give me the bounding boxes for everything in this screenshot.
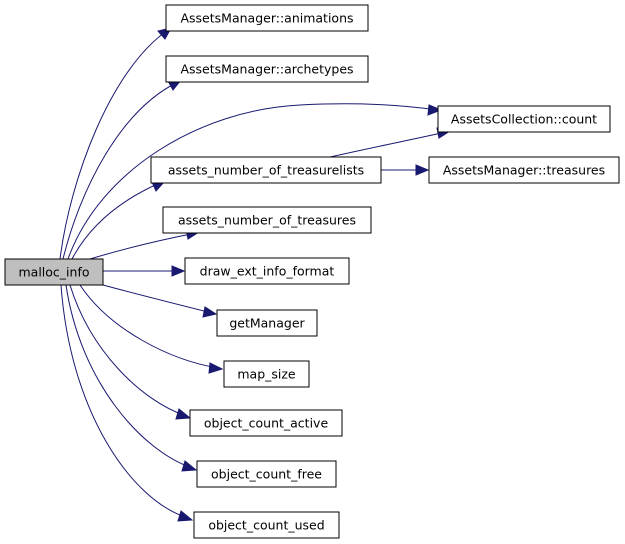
edge-malloc-info-to-obj-used <box>60 284 194 522</box>
node-label: assets_number_of_treasures <box>178 213 356 228</box>
node-malloc-info[interactable]: malloc_info <box>4 258 104 286</box>
node-box <box>428 156 620 184</box>
node-box <box>184 257 350 285</box>
node-object-count-active[interactable]: object_count_active <box>189 409 343 437</box>
edge-malloc-info-to-collection-count <box>67 103 443 260</box>
node-label: malloc_info <box>19 265 90 280</box>
node-box <box>165 4 369 32</box>
node-object-count-used[interactable]: object_count_used <box>193 511 340 539</box>
node-assets-number-of-treasures[interactable]: assets_number_of_treasures <box>162 206 372 234</box>
node-label: AssetsCollection::count <box>451 112 597 127</box>
node-box <box>165 55 369 83</box>
edge-malloc-info-to-obj-active <box>69 284 192 420</box>
node-assets-collection-count[interactable]: AssetsCollection::count <box>437 105 611 133</box>
node-label: object_count_used <box>208 518 324 533</box>
node-box <box>196 460 337 488</box>
node-malloc-info-box <box>4 258 104 286</box>
node-assets-number-of-treasurelists[interactable]: assets_number_of_treasurelists <box>150 156 382 184</box>
node-box <box>223 360 310 388</box>
node-label: AssetsManager::treasures <box>443 163 605 178</box>
edge-malloc-info-to-map-size <box>79 284 224 374</box>
edge-treasurelists-to-treasures-mgr <box>381 164 430 176</box>
node-label: assets_number_of_treasurelists <box>168 163 364 178</box>
node-box <box>162 206 372 234</box>
node-box <box>437 105 611 133</box>
edge-treasurelists-to-collection-count <box>329 127 452 158</box>
node-box <box>189 409 343 437</box>
node-assets-manager-archetypes[interactable]: AssetsManager::archetypes <box>165 55 369 83</box>
node-box <box>193 511 340 539</box>
edge-malloc-info-to-obj-free <box>65 284 198 472</box>
node-map-size[interactable]: map_size <box>223 360 310 388</box>
node-draw-ext-info-format[interactable]: draw_ext_info_format <box>184 257 350 285</box>
edge-malloc-info-to-draw-ext <box>103 265 186 277</box>
node-box <box>150 156 382 184</box>
node-assets-manager-animations[interactable]: AssetsManager::animations <box>165 4 369 32</box>
node-box <box>216 309 318 337</box>
node-assets-manager-treasures[interactable]: AssetsManager::treasures <box>428 156 620 184</box>
node-label: getManager <box>229 316 305 331</box>
edge-malloc-info-to-animations <box>59 27 172 260</box>
node-get-manager[interactable]: getManager <box>216 309 318 337</box>
node-label: map_size <box>237 367 296 382</box>
node-label: AssetsManager::animations <box>180 11 353 26</box>
node-object-count-free[interactable]: object_count_free <box>196 460 337 488</box>
node-label: object_count_active <box>204 416 329 431</box>
node-label: AssetsManager::archetypes <box>180 62 353 77</box>
edge-malloc-info-to-get-manager <box>102 284 218 318</box>
node-label: object_count_free <box>211 467 322 482</box>
node-label: draw_ext_info_format <box>200 264 335 279</box>
